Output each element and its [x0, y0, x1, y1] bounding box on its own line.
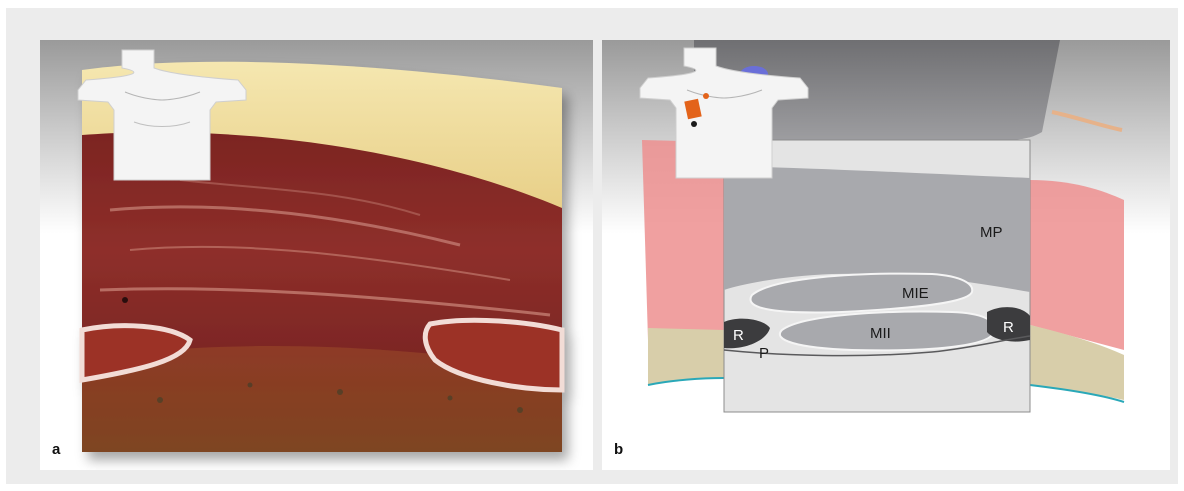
label-mii: MII	[870, 325, 891, 342]
figure-frame: a	[6, 8, 1178, 484]
probe-cable	[1052, 112, 1122, 130]
label-p: P	[759, 345, 769, 362]
schematic-diagram: MP MIE MII R R P	[602, 40, 1170, 470]
bone-left	[648, 328, 724, 385]
label-mp: MP	[980, 224, 1003, 241]
panel-label-b: b	[614, 441, 623, 458]
tissue-photo	[40, 40, 593, 470]
label-mie: MIE	[902, 285, 929, 302]
panel-a-photo: a	[40, 40, 593, 470]
panel-label-a: a	[52, 441, 60, 458]
panel-b-diagram: MP MIE MII R R P b	[602, 40, 1170, 470]
label-r-left: R	[733, 327, 744, 344]
skin-right	[1030, 180, 1124, 350]
label-r-right: R	[1003, 319, 1014, 336]
